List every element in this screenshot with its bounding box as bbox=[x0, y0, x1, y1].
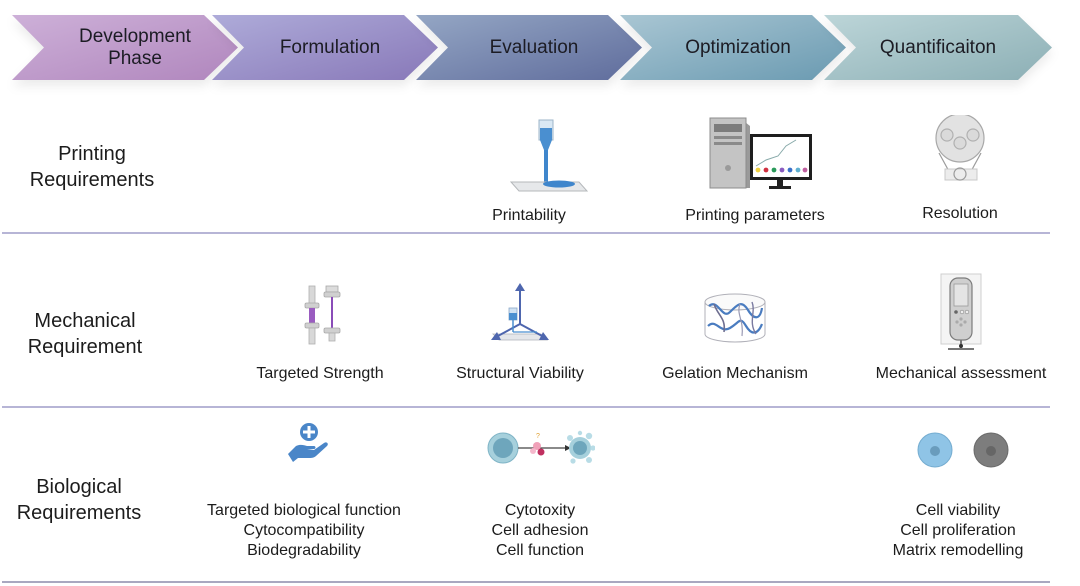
item-caption-line: Cell adhesion bbox=[491, 522, 589, 539]
cells-icon bbox=[917, 432, 1009, 468]
phase-formulation: Formulation bbox=[212, 15, 438, 80]
item-mechanical-assessment: Mechanical assessment bbox=[868, 270, 1054, 384]
item-targeted-strength: Targeted Strength bbox=[245, 282, 395, 384]
item-caption: Resolution bbox=[922, 205, 998, 222]
item-caption: Targeted Strength bbox=[256, 365, 384, 382]
item-caption: Printability bbox=[492, 207, 566, 224]
row-label-printing: Printing Requirements bbox=[29, 143, 155, 191]
svg-text:?: ? bbox=[536, 433, 540, 440]
item-caption: Gelation Mechanism bbox=[662, 365, 808, 382]
row-label-biological: Biological Requirements bbox=[16, 476, 142, 524]
phase-label: Development Phase bbox=[79, 25, 191, 69]
row-label-mechanical: Mechanical Requirement bbox=[27, 310, 143, 358]
item-caption-line: Matrix remodelling bbox=[892, 542, 1024, 559]
chevron-shape-evaluation bbox=[416, 15, 642, 80]
phase-label: Formulation bbox=[279, 36, 381, 58]
item-printing-parameters: Printing parameters bbox=[670, 116, 840, 226]
polymer-network-icon bbox=[704, 293, 766, 343]
item-caption-line: Targeted biological function bbox=[207, 502, 401, 519]
bioprinter-nozzle-icon bbox=[509, 119, 589, 192]
computer-monitor-icon bbox=[709, 117, 812, 189]
item-structural-viability: Structural Viability bbox=[445, 282, 595, 384]
cell-interaction-icon: ? bbox=[487, 430, 596, 464]
chevron-shape-formulation bbox=[212, 15, 438, 80]
phase-header: Development Phase Formulation Evaluation… bbox=[0, 0, 1080, 100]
chevron-shape-optimization bbox=[620, 15, 846, 80]
item-evaluation-biological: ? Cytotoxity Cell adhesion Cell function bbox=[460, 424, 620, 561]
phase-label: Evaluation bbox=[489, 36, 579, 58]
hand-plus-icon bbox=[288, 423, 328, 462]
item-gelation-mechanism: Gelation Mechanism bbox=[655, 290, 815, 384]
item-caption-line: Cell function bbox=[495, 542, 585, 559]
item-caption: Printing parameters bbox=[685, 207, 825, 224]
phase-quantification: Quantificaiton bbox=[824, 15, 1052, 80]
row-divider bbox=[2, 232, 1050, 234]
gear-resolution-icon bbox=[935, 113, 985, 181]
phase-optimization: Optimization bbox=[620, 15, 846, 80]
item-caption-line: Cell proliferation bbox=[900, 522, 1016, 539]
item-formulation-biological: Targeted biological function Cytocompati… bbox=[196, 418, 412, 561]
phase-evaluation: Evaluation bbox=[416, 15, 642, 80]
handheld-tester-icon bbox=[940, 273, 982, 350]
item-caption-line: Biodegradability bbox=[247, 542, 361, 559]
phase-label: Optimization bbox=[685, 36, 791, 58]
item-resolution: Resolution bbox=[900, 113, 1020, 224]
phase-development: Development Phase bbox=[12, 15, 238, 80]
row-divider bbox=[2, 406, 1050, 408]
item-caption-line: Cell viability bbox=[915, 502, 1001, 519]
item-caption-line: Cytotoxity bbox=[504, 502, 576, 519]
item-caption: Structural Viability bbox=[456, 365, 584, 382]
item-caption-line: Cytocompatibility bbox=[243, 522, 365, 539]
3d-axes-icon bbox=[491, 283, 549, 341]
chevron-shape-quantification bbox=[824, 15, 1052, 80]
item-printability: Printability bbox=[469, 118, 589, 226]
item-caption: Mechanical assessment bbox=[875, 365, 1047, 382]
phase-label: Quantificaiton bbox=[879, 36, 997, 58]
item-quantification-biological: Cell viability Cell proliferation Matrix… bbox=[878, 430, 1038, 561]
tensile-test-icon bbox=[304, 285, 341, 345]
row-divider bbox=[2, 581, 1050, 583]
chevron-shape-development bbox=[12, 15, 238, 80]
